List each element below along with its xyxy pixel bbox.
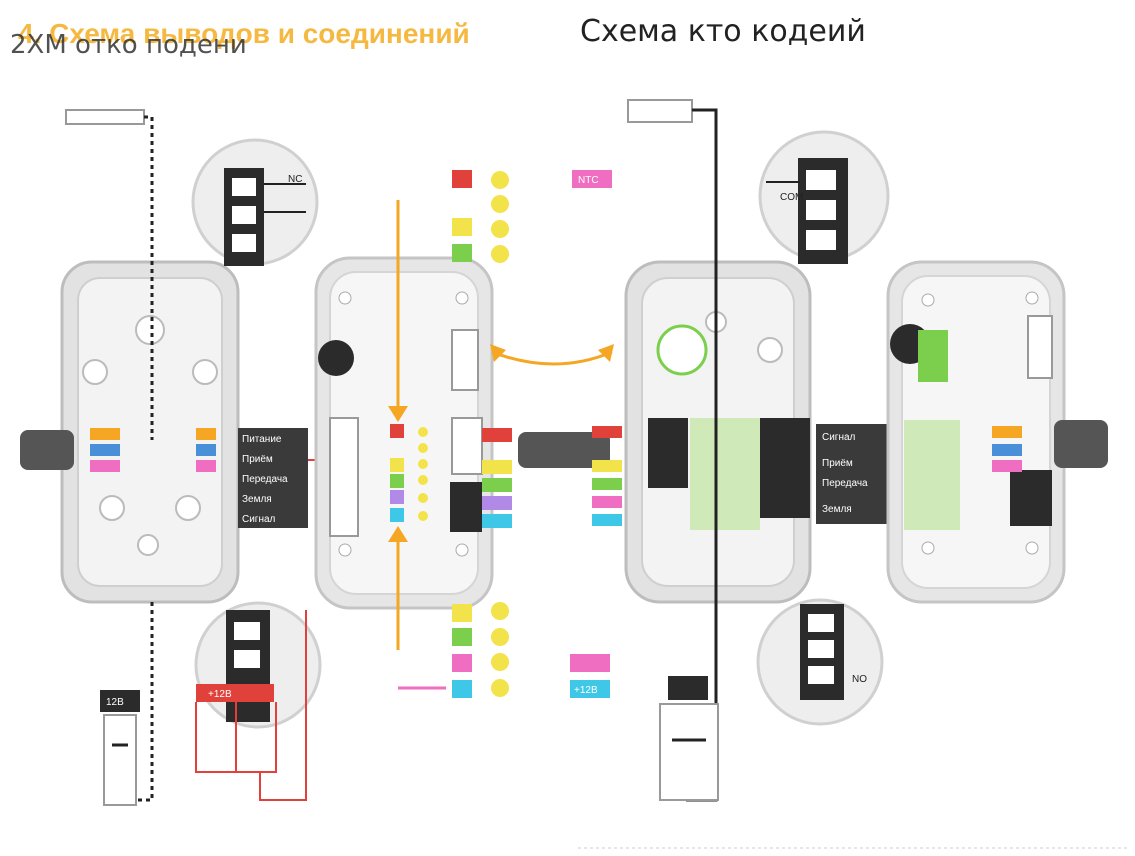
page-title: 4. Схема выводов и соединений xyxy=(18,18,470,49)
pin-label-right-1: Приём xyxy=(822,458,853,469)
left-relay-zoom: NC xyxy=(191,138,319,266)
right-terminal-zoom: NO xyxy=(756,598,884,726)
page-subtitle-overlay: 2ХМ отко подени xyxy=(10,30,247,60)
left-pin-labels xyxy=(20,428,216,472)
right-device-plate xyxy=(624,260,812,604)
voltage-label-left: +12В xyxy=(208,689,232,700)
pin-label-left-2: Передача xyxy=(242,474,288,485)
pin-label-left-3: Земля xyxy=(242,494,272,505)
left-connector-block: Питание Приём Передача Земля Сигнал xyxy=(238,428,394,528)
center-right-pins xyxy=(482,426,622,528)
center-pin-column xyxy=(390,424,428,522)
right-section-title: Схема кто кодеий xyxy=(580,14,866,49)
connector-label-com: COM xyxy=(780,192,803,203)
pin-label-left-1: Приём xyxy=(242,454,273,465)
pin-label-right-0: Сигнал xyxy=(822,432,856,443)
left-cable-top xyxy=(65,109,154,440)
connector-label-no: NO xyxy=(852,674,867,685)
legend-bottom: +12В xyxy=(452,602,610,698)
legend-top: NTC xyxy=(452,170,612,263)
connector-label-nc: NC xyxy=(288,174,302,185)
legend-top-ntc: NTC xyxy=(578,175,599,186)
pin-label-right-2: Передача xyxy=(822,478,868,489)
left-power-supply: 12В xyxy=(100,602,154,806)
pin-label-left-0: Питание xyxy=(242,434,282,445)
right-power-supply xyxy=(659,676,719,801)
pin-label-right-3: Земля xyxy=(822,504,852,515)
legend-bottom-12v: +12В xyxy=(574,685,598,696)
orange-arrows xyxy=(388,200,614,690)
voltage-label-battery: 12В xyxy=(106,697,124,708)
pin-label-left-4: Сигнал xyxy=(242,514,276,525)
right-far-device xyxy=(886,260,1108,604)
right-pin-labels: Сигнал Приём Передача Земля xyxy=(816,424,896,524)
right-relay-zoom: COM xyxy=(758,130,890,264)
left-terminal-zoom: +12В xyxy=(194,601,322,801)
